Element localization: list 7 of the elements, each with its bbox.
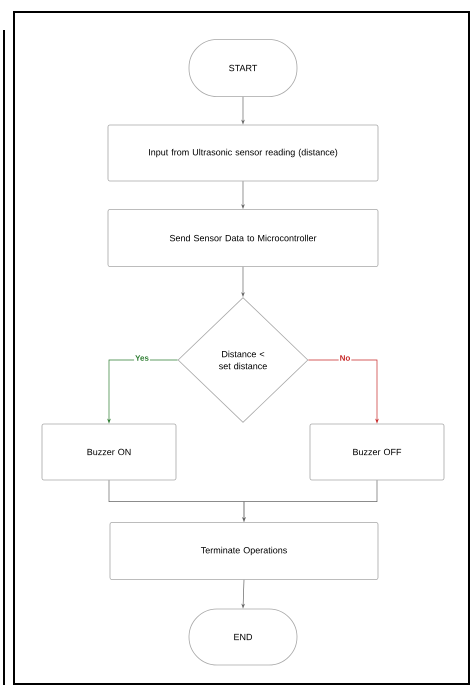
process-box: Buzzer OFF <box>310 424 444 480</box>
edge-label: No <box>338 354 352 362</box>
edge-label: Yes <box>134 354 150 362</box>
process-box: Send Sensor Data to Microcontroller <box>108 209 378 267</box>
process-box: Input from Ultrasonic sensor reading (distance) <box>108 124 378 182</box>
process-box: Terminate Operations <box>110 522 378 580</box>
process-box: Buzzer ON <box>42 424 176 480</box>
